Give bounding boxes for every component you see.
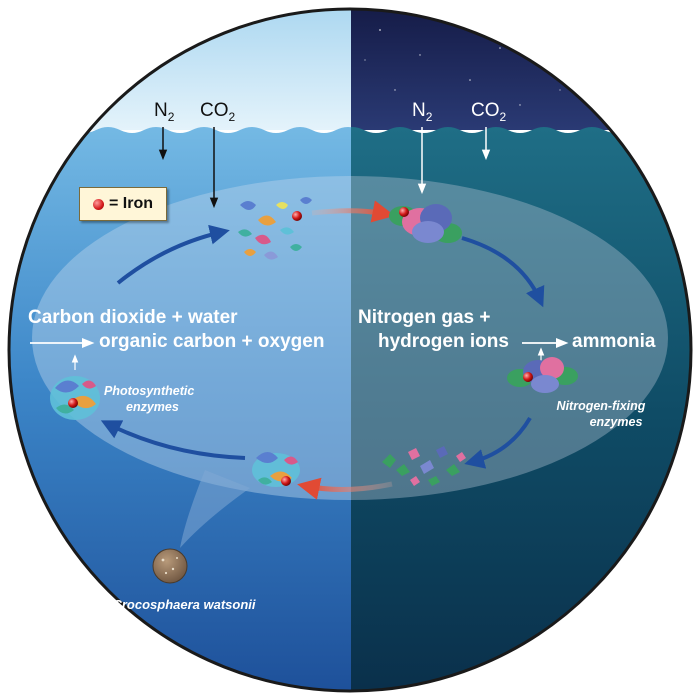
- organism-name: Crocosphaera watsonii: [112, 597, 256, 612]
- cycle-arrow-lower-right: [464, 416, 532, 469]
- nitrogen-reactant-2: hydrogen ions: [378, 331, 509, 352]
- nitrogen-reactant-1: Nitrogen gas +: [358, 307, 491, 328]
- enzyme-cluster-left: [50, 376, 100, 420]
- crocosphaera-cell: [152, 548, 188, 584]
- photosynthesis-reactants: Carbon dioxide + water: [28, 307, 238, 328]
- iron-transfer-arrow-top: [311, 200, 395, 223]
- photosynthetic-enzymes-label: Photosynthetic enzymes: [104, 384, 195, 414]
- iron-legend: = Iron: [79, 187, 167, 221]
- n2-label-day: N2: [154, 100, 175, 124]
- enzyme-cluster-bottom-right: [382, 446, 466, 486]
- enzyme-cluster-right: [507, 357, 578, 393]
- enzyme-cluster-top-left: [238, 197, 312, 260]
- bubble-tail: [180, 470, 250, 548]
- iron-legend-label: = Iron: [108, 195, 153, 212]
- n2-label-night: N2: [412, 100, 433, 124]
- co2-label-day: CO2: [200, 100, 236, 124]
- co2-label-night: CO2: [471, 100, 507, 124]
- cycle-arrow-upper-right: [461, 236, 545, 308]
- cell-ellipse: [32, 176, 668, 500]
- iron-transfer-arrow-bottom: [297, 477, 393, 500]
- nitrogen-fixing-enzymes-label: Nitrogen-fixing enzymes: [556, 399, 646, 429]
- photosynthesis-products: organic carbon + oxygen: [99, 331, 325, 352]
- cycle-arrow-lower-left: [100, 420, 246, 460]
- iron-dot-icon: [92, 198, 104, 210]
- enzyme-cluster-bottom-left: [252, 452, 300, 487]
- globe-outline: [7, 7, 693, 693]
- nitrogen-product: ammonia: [572, 331, 656, 352]
- enzyme-cluster-top-right: [389, 204, 462, 243]
- cycle-arrow-upper-left: [116, 224, 230, 285]
